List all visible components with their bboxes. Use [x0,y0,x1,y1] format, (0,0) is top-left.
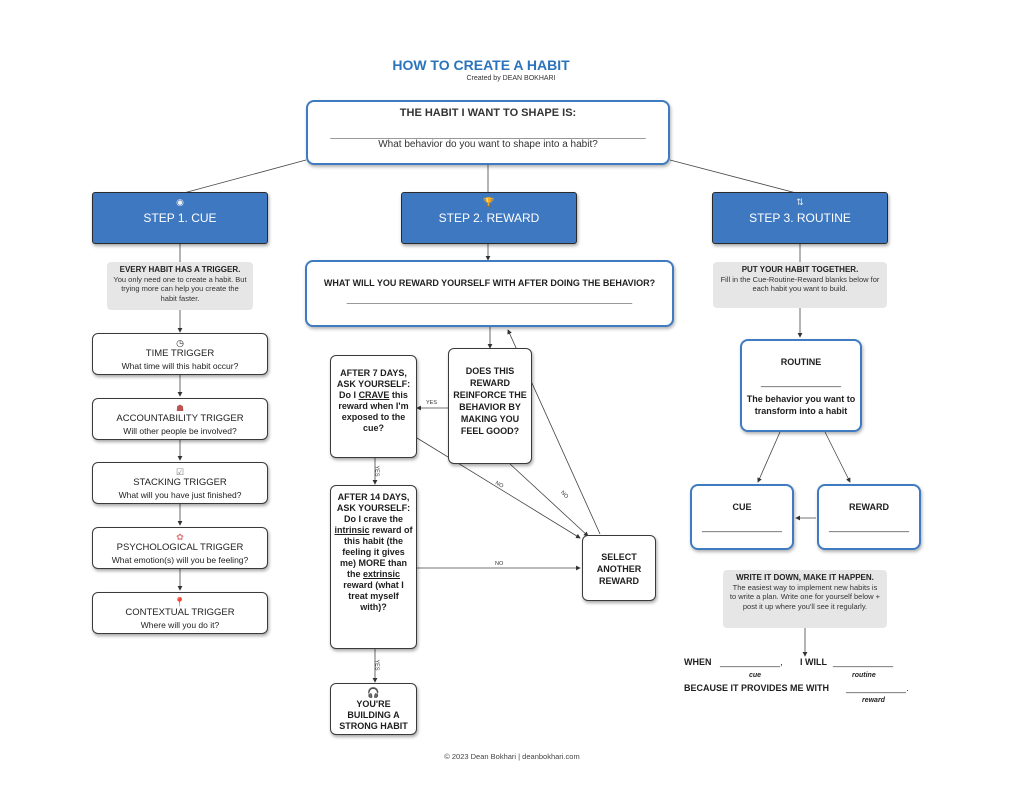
day7-pre: Do I [339,390,357,400]
routine-box-desc: The behavior you want to transform into … [746,394,856,416]
time-trigger-desc: What time will this habit occur? [121,361,239,371]
accountability-trigger-desc: Will other people be involved? [123,426,237,436]
habit-box-title: THE HABIT I WANT TO SHAPE IS: [399,107,577,119]
reinforce-box: DOES THIS REWARD REINFORCE THE BEHAVIOR … [448,348,532,464]
day14-key1: intrinsic [334,525,370,535]
caption-reward: reward [862,697,885,704]
pin-icon: 📍 [174,597,186,607]
routine-note-title: PUT YOUR HABIT TOGETHER. [741,265,859,274]
day14-post: reward (what I treat myself with)? [343,580,404,612]
formula-because-line[interactable]: ____________. [846,683,909,693]
day14-pre: Do I crave the [343,514,404,524]
people-icon: ☗ [175,403,185,413]
reward-box-title: REWARD [849,502,889,512]
routine-note-body: Fill in the Cue-Routine-Reward blanks be… [720,274,880,294]
routine-box: ROUTINE ________________ The behavior yo… [740,339,862,432]
reward-line[interactable]: ________________________________________… [346,294,633,304]
routine-box-title: ROUTINE [780,357,822,367]
formula-because: BECAUSE IT PROVIDES ME WITH [684,683,830,693]
building-box: 🎧 YOU'RE BUILDING A STRONG HABIT [330,683,417,735]
formula-when-line[interactable]: ____________, [720,657,783,667]
page-title: HOW TO CREATE A HABIT [392,57,570,73]
cue-note-title: EVERY HABIT HAS A TRIGGER. [119,265,241,274]
habit-box-question: What behavior do you want to shape into … [378,139,598,150]
step-reward-label: STEP 2. REWARD [438,211,540,225]
write-note: WRITE IT DOWN, MAKE IT HAPPEN. The easie… [723,570,887,628]
stacking-trigger-title: STACKING TRIGGER [133,477,227,488]
write-note-body: The easiest way to implement new habits … [729,582,881,611]
formula-i-will: I WILL [800,657,827,667]
brain-icon: ✿ [176,532,184,542]
day7-title: AFTER 7 DAYS, ASK YOURSELF: [336,368,411,389]
caption-cue: cue [749,672,762,679]
write-note-title: WRITE IT DOWN, MAKE IT HAPPEN. [736,573,874,582]
time-trigger: ◷ TIME TRIGGER What time will this habit… [92,333,268,375]
routine-note: PUT YOUR HABIT TOGETHER. Fill in the Cue… [713,262,887,308]
cue-box: CUE ________________ [690,484,794,550]
formula-will-line[interactable]: ____________ [833,657,894,667]
headphones-icon: 🎧 [367,688,380,699]
trophy-icon: 🏆 [483,197,495,207]
stacking-trigger: ☑ STACKING TRIGGER What will you have ju… [92,462,268,504]
cue-note-body: You only need one to create a habit. But… [113,274,247,303]
habit-box: THE HABIT I WANT TO SHAPE IS: __________… [306,100,670,165]
reinforce-text: DOES THIS REWARD REINFORCE THE BEHAVIOR … [453,366,527,436]
formula-when: WHEN [684,657,712,667]
select-another-text: SELECT ANOTHER REWARD [596,552,642,586]
day14-key2: extrinsic [362,569,401,579]
contextual-trigger: 📍 CONTEXTUAL TRIGGER Where will you do i… [92,592,268,634]
caption-routine: routine [852,672,876,679]
label-yes-building: YES [373,659,380,671]
psychological-trigger: ✿ PSYCHOLOGICAL TRIGGER What emotion(s) … [92,527,268,569]
day7-box: AFTER 7 DAYS, ASK YOURSELF: Do I CRAVE t… [330,355,417,458]
step-routine-label: STEP 3. ROUTINE [749,211,851,225]
contextual-trigger-desc: Where will you do it? [140,620,220,630]
label-yes-7day: YES [426,400,438,406]
psychological-trigger-title: PSYCHOLOGICAL TRIGGER [116,542,244,553]
contextual-trigger-title: CONTEXTUAL TRIGGER [125,607,235,618]
eye-icon: ◉ [176,197,184,207]
stacking-trigger-desc: What will you have just finished? [118,490,242,500]
time-trigger-title: TIME TRIGGER [145,348,215,359]
cue-box-title: CUE [732,502,752,512]
clock-icon: ◷ [176,338,184,348]
step-cue-label: STEP 1. CUE [143,211,217,225]
day7-key: CRAVE [358,390,390,400]
reward-box: REWARD ________________ [817,484,921,550]
select-another-box: SELECT ANOTHER REWARD [582,535,656,601]
checkbox-icon: ☑ [175,467,185,477]
psychological-trigger-desc: What emotion(s) will you be feeling? [111,555,249,565]
step-reward: 🏆 STEP 2. REWARD [401,192,577,244]
habit-box-line[interactable]: ________________________________________… [330,129,646,139]
label-no-14day: NO [495,561,504,567]
page-subtitle: Created by DEAN BOKHARI [466,75,556,82]
step-routine: ⇅ STEP 3. ROUTINE [712,192,888,244]
accountability-trigger: ☗ ACCOUNTABILITY TRIGGER Will other peop… [92,398,268,440]
reward-question: WHAT WILL YOU REWARD YOURSELF WITH AFTER… [323,278,656,288]
accountability-trigger-title: ACCOUNTABILITY TRIGGER [116,413,244,424]
step-cue: ◉ STEP 1. CUE [92,192,268,244]
line-habit-cue [179,159,307,195]
building-text: YOU'RE BUILDING A STRONG HABIT [339,699,408,731]
day7-post: this reward when I'm exposed to the cue? [338,390,409,433]
cue-box-line[interactable]: ________________ [701,522,783,532]
day14-mid: reward of this habit (the feeling it giv… [339,525,413,579]
reward-question-box: WHAT WILL YOU REWARD YOURSELF WITH AFTER… [305,260,674,327]
label-yes-14day: YES [373,465,380,477]
footer: © 2023 Dean Bokhari | deanbokhari.com [444,752,580,761]
line-habit-routine [669,159,801,195]
day14-box: AFTER 14 DAYS, ASK YOURSELF: Do I crave … [330,485,417,649]
reward-box-line[interactable]: ________________ [828,522,910,532]
day14-title: AFTER 14 DAYS, ASK YOURSELF: [336,492,411,513]
routine-box-line[interactable]: ________________ [760,377,842,387]
repeat-icon: ⇅ [796,197,804,207]
cue-note: EVERY HABIT HAS A TRIGGER. You only need… [107,262,253,310]
